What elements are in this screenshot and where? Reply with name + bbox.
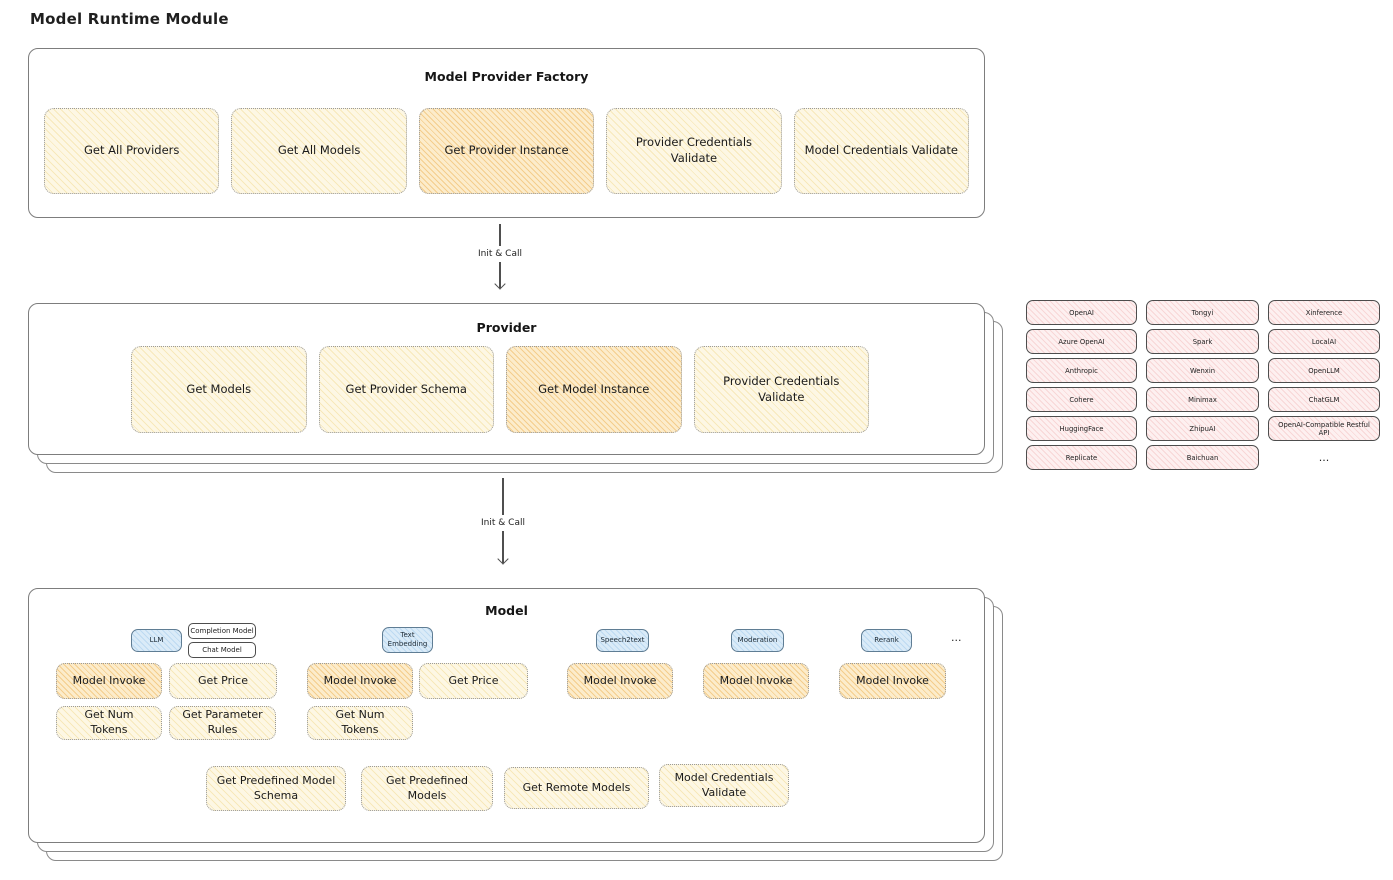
providers-panel: OpenAI Tongyi Xinference Azure OpenAI Sp… bbox=[1026, 300, 1380, 470]
factory-buttons-row: Get All Providers Get All Models Get Pro… bbox=[44, 108, 970, 194]
arrow-line bbox=[499, 224, 501, 246]
node-get-model-instance: Get Model Instance bbox=[506, 346, 682, 433]
node-provider-credentials-validate: Provider Credentials Validate bbox=[693, 346, 869, 433]
provider-buttons-row: Get Models Get Provider Schema Get Model… bbox=[131, 346, 869, 433]
arrow-label: Init & Call bbox=[478, 249, 522, 259]
provider-pill-chatglm: ChatGLM bbox=[1268, 387, 1380, 412]
tab-moderation: Moderation bbox=[731, 629, 784, 652]
provider-pill-baichuan: Baichuan bbox=[1146, 445, 1259, 470]
provider-pill-openai: OpenAI bbox=[1026, 300, 1137, 325]
provider-pill-tongyi: Tongyi bbox=[1146, 300, 1259, 325]
provider-pill-xinference: Xinference bbox=[1268, 300, 1380, 325]
tab-chat-model: Chat Model bbox=[188, 642, 256, 658]
factory-box: Model Provider Factory Get All Providers… bbox=[28, 48, 985, 218]
node-get-remote-models: Get Remote Models bbox=[504, 767, 649, 809]
provider-pill-openllm: OpenLLM bbox=[1268, 358, 1380, 383]
tab-completion-model: Completion Model bbox=[188, 623, 256, 639]
arrow-label: Init & Call bbox=[481, 518, 525, 528]
node-model-credentials-validate: Model Credentials Validate bbox=[793, 108, 970, 194]
node-model-invoke-speech2text: Model Invoke bbox=[567, 663, 673, 699]
page-title: Model Runtime Module bbox=[30, 10, 229, 28]
node-get-predefined-models: Get Predefined Models bbox=[361, 766, 493, 811]
arrow-line bbox=[502, 478, 504, 515]
tab-text-embedding: Text Embedding bbox=[382, 627, 433, 653]
provider-pill-cohere: Cohere bbox=[1026, 387, 1137, 412]
provider-box: Provider Get Models Get Provider Schema … bbox=[28, 303, 985, 455]
provider-pill-wenxin: Wenxin bbox=[1146, 358, 1259, 383]
provider-pill-openai-compatible: OpenAI-Compatible Restful API bbox=[1268, 416, 1380, 441]
node-get-num-tokens-text-embedding: Get Num Tokens bbox=[307, 706, 413, 740]
node-model-invoke-text-embedding: Model Invoke bbox=[307, 663, 413, 699]
model-box: Model LLM Completion Model Chat Model Te… bbox=[28, 588, 985, 843]
node-get-price-text-embedding: Get Price bbox=[419, 663, 528, 699]
provider-pill-zhipuai: ZhipuAI bbox=[1146, 416, 1259, 441]
arrow-line bbox=[502, 531, 504, 563]
tab-rerank: Rerank bbox=[861, 629, 912, 652]
provider-pill-anthropic: Anthropic bbox=[1026, 358, 1137, 383]
node-provider-credentials-validate: Provider Credentials Validate bbox=[606, 108, 782, 194]
providers-more-ellipsis: ... bbox=[1318, 451, 1330, 464]
arrow-head-icon bbox=[497, 553, 509, 565]
provider-pill-huggingface: HuggingFace bbox=[1026, 416, 1137, 441]
model-title: Model bbox=[485, 603, 528, 618]
provider-pill-localai: LocalAI bbox=[1268, 329, 1380, 354]
node-get-all-providers: Get All Providers bbox=[44, 108, 220, 194]
node-get-all-models: Get All Models bbox=[231, 108, 407, 194]
node-get-provider-instance: Get Provider Instance bbox=[418, 108, 595, 194]
arrow-head-icon bbox=[494, 278, 506, 290]
factory-title: Model Provider Factory bbox=[424, 69, 589, 84]
arrow-provider-to-model: Init & Call bbox=[458, 478, 548, 565]
provider-title: Provider bbox=[476, 320, 537, 335]
node-get-price-llm: Get Price bbox=[169, 663, 277, 699]
node-model-invoke-llm: Model Invoke bbox=[56, 663, 162, 699]
provider-pill-minimax: Minimax bbox=[1146, 387, 1259, 412]
node-model-invoke-moderation: Model Invoke bbox=[703, 663, 809, 699]
arrow-line bbox=[499, 262, 501, 288]
node-get-models: Get Models bbox=[131, 346, 307, 433]
provider-pill-spark: Spark bbox=[1146, 329, 1259, 354]
tabs-more-ellipsis: ... bbox=[951, 631, 962, 644]
node-get-provider-schema: Get Provider Schema bbox=[318, 346, 494, 433]
node-get-predefined-model-schema: Get Predefined Model Schema bbox=[206, 766, 346, 811]
node-model-credentials-validate: Model Credentials Validate bbox=[659, 764, 789, 807]
tab-llm: LLM bbox=[131, 629, 182, 652]
tab-speech2text: Speech2text bbox=[596, 629, 649, 652]
arrow-factory-to-provider: Init & Call bbox=[455, 224, 545, 290]
provider-pill-azure-openai: Azure OpenAI bbox=[1026, 329, 1137, 354]
node-get-num-tokens-llm: Get Num Tokens bbox=[56, 706, 162, 740]
node-model-invoke-rerank: Model Invoke bbox=[839, 663, 946, 699]
node-get-parameter-rules: Get Parameter Rules bbox=[169, 706, 276, 740]
provider-pill-replicate: Replicate bbox=[1026, 445, 1137, 470]
